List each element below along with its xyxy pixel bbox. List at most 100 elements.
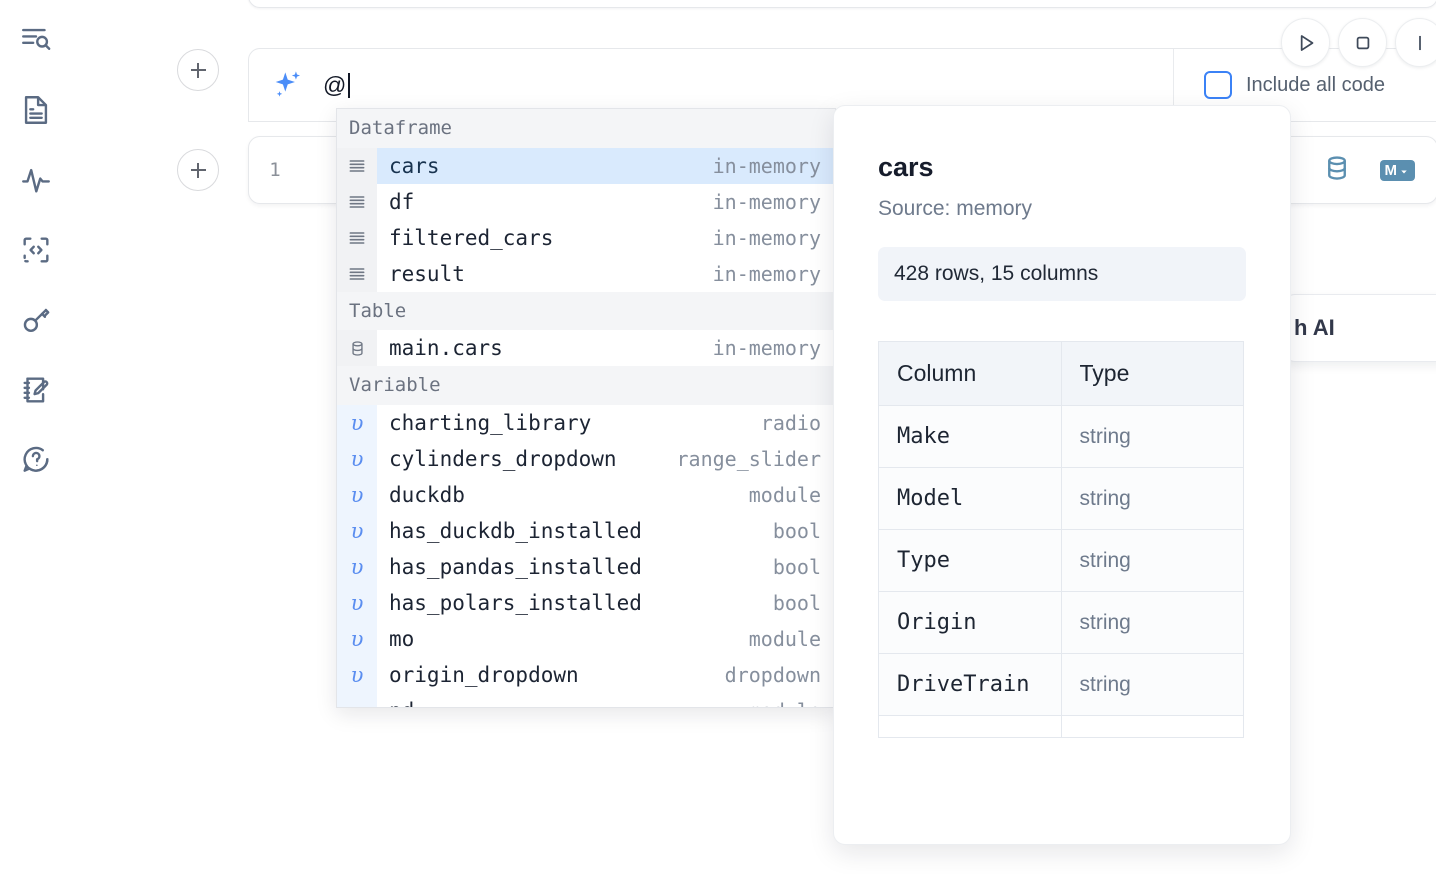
autocomplete-item-meta: in-memory	[712, 336, 821, 360]
ai-prompt-text: @	[323, 72, 350, 99]
preview-title: cars	[878, 152, 934, 182]
autocomplete-group-header: Dataframe	[337, 109, 835, 148]
schema-column-header: Column	[878, 341, 1062, 406]
schema-column-name-clipped	[878, 715, 1062, 738]
secrets-key-icon[interactable]	[14, 298, 58, 342]
help-chat-icon[interactable]	[14, 438, 58, 482]
text-caret	[347, 72, 350, 98]
generate-with-ai-button[interactable]: h AI	[1283, 294, 1436, 362]
dataframe-rows-icon	[337, 183, 377, 220]
upsilon-icon: υ	[337, 692, 377, 707]
autocomplete-item-name: filtered_cars	[389, 225, 554, 250]
autocomplete-item-body: has_pandas_installed bool	[377, 549, 835, 585]
sparkles-icon	[271, 68, 305, 102]
autocomplete-group-header: Table	[337, 291, 835, 330]
run-cell-button[interactable]	[1281, 18, 1330, 67]
cell-run-controls	[1281, 18, 1436, 67]
schema-row-clipped	[878, 715, 1244, 738]
autocomplete-item[interactable]: main.cars in-memory	[337, 330, 835, 366]
ai-prompt-value: @	[323, 71, 347, 98]
activity-pulse-icon[interactable]	[14, 158, 58, 202]
autocomplete-item-meta: module	[748, 626, 821, 651]
code-snippet-icon[interactable]	[14, 228, 58, 272]
schema-column-name: Type	[878, 529, 1062, 592]
schema-column-type: string	[1060, 405, 1244, 468]
previous-cell-outline	[248, 0, 1436, 8]
autocomplete-item[interactable]: df in-memory	[337, 183, 835, 220]
autocomplete-item-name: mo	[389, 626, 415, 651]
ai-prompt-input-area[interactable]: @	[249, 49, 1174, 121]
database-icon[interactable]	[1322, 153, 1352, 188]
database-icon	[337, 330, 377, 366]
schema-column-name: Origin	[878, 591, 1062, 654]
autocomplete-item-name: cylinders_dropdown	[389, 446, 617, 471]
more-actions-button[interactable]	[1395, 18, 1436, 67]
preview-source: Source: memory	[878, 197, 1033, 220]
autocomplete-item-meta: radio	[760, 410, 821, 435]
schema-type-header: Type	[1060, 341, 1244, 406]
autocomplete-item-meta: in-memory	[712, 261, 821, 286]
dataframe-rows-icon	[337, 219, 377, 256]
include-all-code-checkbox[interactable]	[1204, 71, 1232, 99]
autocomplete-item-meta: in-memory	[712, 189, 821, 214]
autocomplete-item[interactable]: υ pd module	[337, 692, 835, 708]
autocomplete-item-name: result	[389, 261, 465, 286]
dataframe-rows-icon	[337, 255, 377, 292]
stop-cell-button[interactable]	[1338, 18, 1387, 67]
explore-search-icon[interactable]	[14, 18, 58, 62]
autocomplete-item-body: cylinders_dropdown range_slider	[377, 441, 835, 477]
autocomplete-item-meta: bool	[772, 554, 821, 579]
markdown-icon[interactable]: M	[1379, 159, 1415, 181]
autocomplete-item-name: origin_dropdown	[389, 662, 579, 687]
upsilon-icon: υ	[337, 620, 377, 657]
upsilon-icon: υ	[337, 476, 377, 513]
schema-column-type-clipped	[1060, 715, 1244, 738]
autocomplete-item-body: result in-memory	[377, 256, 835, 292]
scratchpad-edit-icon[interactable]	[14, 368, 58, 412]
autocomplete-group-header: Variable	[337, 366, 835, 405]
autocomplete-item-name: main.cars	[389, 336, 503, 360]
autocomplete-item-name: has_duckdb_installed	[389, 518, 642, 543]
autocomplete-item-meta: module	[749, 699, 821, 708]
autocomplete-item[interactable]: result in-memory	[337, 255, 835, 292]
add-cell-above-button[interactable]	[177, 49, 219, 91]
notebook-file-icon[interactable]	[14, 88, 58, 132]
autocomplete-item-meta: range_slider	[676, 446, 822, 471]
autocomplete-item-name: pd	[389, 699, 414, 708]
include-all-code-row: Include all code	[1174, 71, 1436, 99]
schema-column-type: string	[1060, 467, 1244, 530]
autocomplete-item-body: mo module	[377, 621, 835, 657]
schema-header-row: Column Type	[878, 341, 1244, 406]
upsilon-icon: υ	[337, 404, 377, 441]
autocomplete-item-body: main.cars in-memory	[377, 330, 835, 366]
autocomplete-item-name: duckdb	[389, 482, 465, 507]
autocomplete-item-meta: bool	[772, 590, 821, 615]
autocomplete-item-meta: in-memory	[712, 153, 821, 178]
autocomplete-item-name: has_pandas_installed	[389, 554, 642, 579]
autocomplete-item-name: df	[389, 189, 415, 214]
upsilon-icon: υ	[337, 512, 377, 549]
line-number: 1	[269, 159, 281, 181]
schema-column-name: Model	[878, 467, 1062, 530]
schema-column-name: DriveTrain	[878, 653, 1062, 716]
schema-column-type: string	[1060, 653, 1244, 716]
add-cell-below-button[interactable]	[177, 149, 219, 191]
